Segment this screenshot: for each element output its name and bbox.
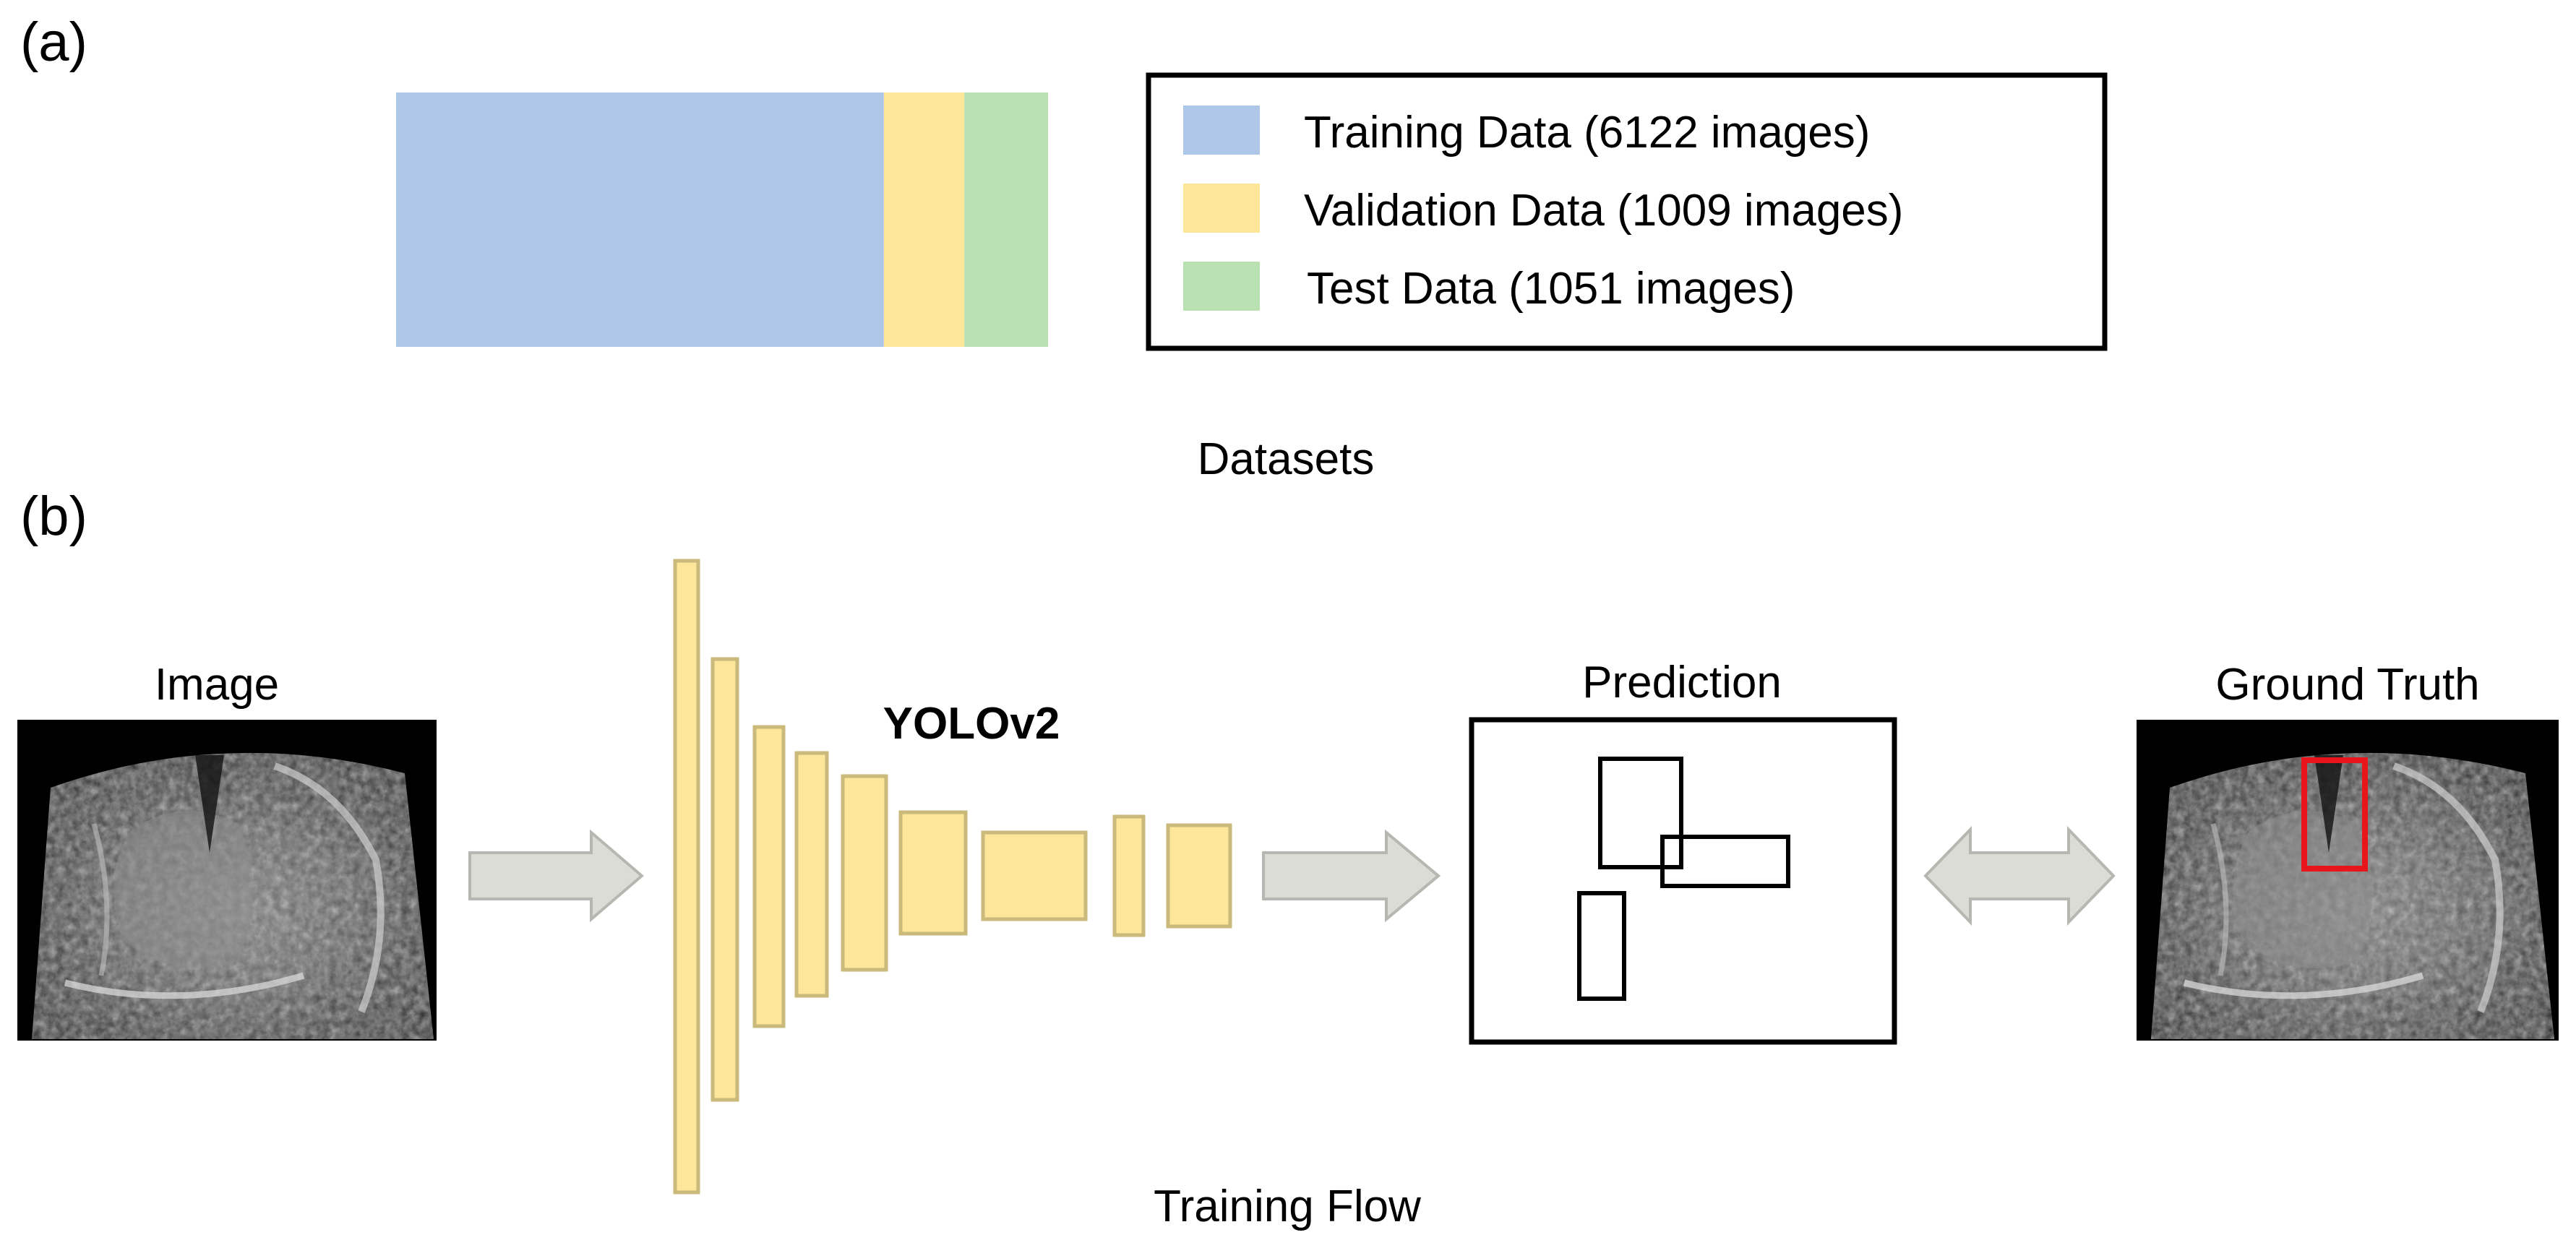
network-layer	[673, 559, 700, 1195]
network-layer	[898, 810, 968, 936]
yolov2-network	[673, 559, 1232, 1195]
ground-truth-box	[2301, 757, 2368, 872]
dataset-split-bar	[396, 92, 1048, 347]
split-bar-segment-validation	[883, 92, 965, 347]
network-layer	[981, 830, 1088, 921]
network-layer	[841, 774, 888, 972]
split-bar-segment-training	[396, 92, 884, 347]
ground-truth-label: Ground Truth	[2215, 660, 2479, 710]
network-layer	[710, 657, 739, 1102]
ground-truth-ultrasound-image	[2137, 720, 2559, 1041]
predicted-box	[1660, 835, 1790, 888]
legend-swatch-validation	[1183, 184, 1260, 233]
legend-label-training: Training Data (6122 images)	[1304, 108, 1870, 158]
network-layer	[1112, 814, 1146, 937]
legend-frame	[1146, 72, 2108, 351]
network-layer	[1166, 823, 1232, 929]
arrow-to-network	[468, 829, 645, 923]
arrow-to-prediction	[1262, 829, 1441, 923]
network-layer	[752, 725, 786, 1028]
legend-swatch-training	[1183, 106, 1260, 155]
legend-label-test: Test Data (1051 images)	[1307, 264, 1795, 314]
predicted-box	[1598, 757, 1683, 869]
panel-a-caption: Datasets	[1198, 434, 1375, 484]
legend-swatch-test	[1183, 262, 1260, 311]
image-label: Image	[155, 660, 279, 710]
compare-double-arrow	[1923, 826, 2116, 926]
predicted-box	[1577, 891, 1626, 1001]
panel-a-label: (a)	[20, 12, 87, 73]
input-ultrasound-image	[17, 720, 437, 1041]
model-label: YOLOv2	[883, 699, 1060, 749]
network-layer	[794, 751, 829, 998]
prediction-label: Prediction	[1582, 658, 1782, 707]
prediction-panel	[1469, 717, 1897, 1045]
panel-b-label: (b)	[20, 486, 87, 547]
split-bar-segment-test	[964, 92, 1048, 347]
panel-b-caption: Training Flow	[1154, 1182, 1421, 1231]
legend-label-validation: Validation Data (1009 images)	[1304, 186, 1903, 236]
legend: Training Data (6122 images) Validation Da…	[1183, 106, 1903, 314]
